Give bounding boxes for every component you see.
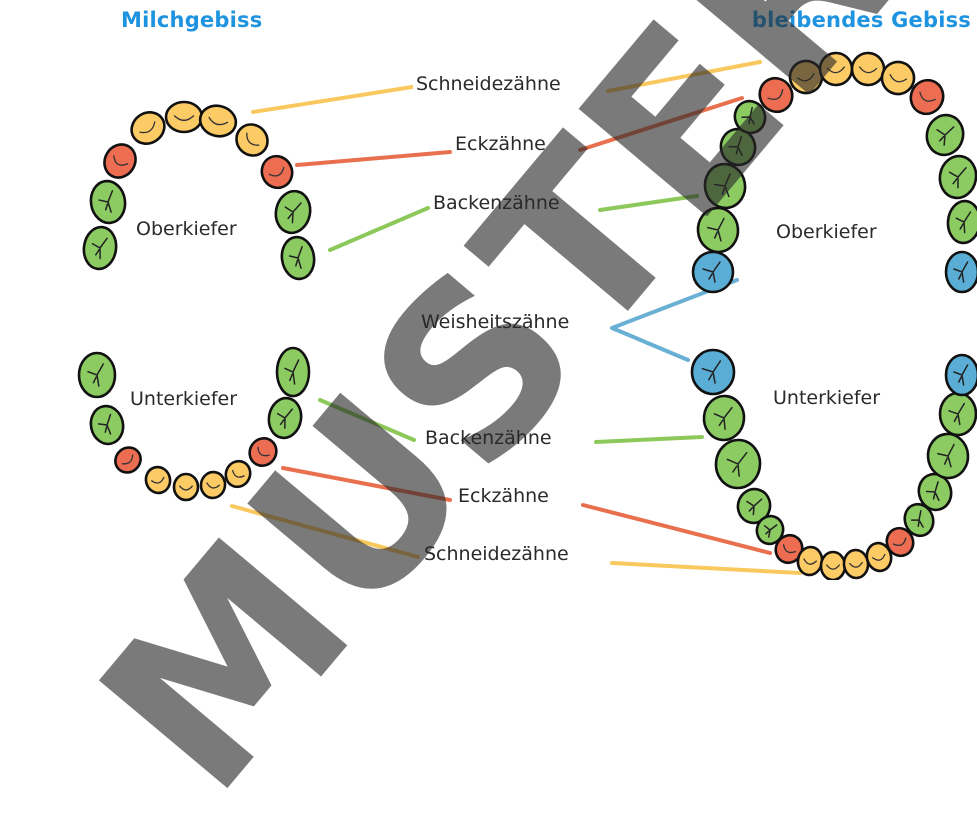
label-wisdom-teeth: Weisheitszähne [418, 310, 573, 334]
permanent-upper-wisdom-tooth [944, 250, 977, 294]
milk-upper-incisor-tooth [130, 111, 166, 145]
permanent-upper-molar-tooth [925, 113, 965, 157]
permanent-lower-molar-tooth [938, 391, 977, 437]
milk-upper-incisor-tooth [164, 100, 204, 134]
permanent-lower-wisdom-tooth [944, 353, 977, 397]
line-canines-top-right [578, 96, 744, 152]
permanent-lower-wisdom-tooth [690, 348, 736, 396]
permanent-lower-molar-tooth [903, 502, 935, 538]
teeth [77, 51, 977, 580]
line-incisors-top-left [251, 85, 414, 114]
line-molars-bottom-left [318, 398, 416, 442]
permanent-upper-molar-tooth [719, 127, 757, 167]
permanent-lower-molar-tooth [714, 438, 762, 490]
milk-lower-jaw-label: Unterkiefer [130, 388, 238, 410]
milk-lower-molar-tooth [267, 396, 303, 440]
permanent-upper-incisor-tooth [880, 60, 916, 96]
label-molars-bottom: Backenzähne [422, 426, 555, 450]
permanent-upper-molar-tooth [703, 162, 747, 210]
line-molars-bottom-right [594, 435, 704, 444]
permanent-upper-molar-tooth [938, 154, 977, 200]
milk-lower-incisor-tooth [224, 459, 252, 489]
permanent-upper-canine-tooth [909, 78, 945, 116]
milk-teeth-title: Milchgebiss [121, 8, 263, 32]
permanent-lower-incisor-tooth [865, 541, 893, 573]
line-canines-bottom-right [581, 503, 772, 555]
line-canines-bottom-left [281, 466, 452, 502]
permanent-lower-molar-tooth [702, 394, 746, 442]
line-incisors-bottom-left [230, 504, 420, 559]
permanent-lower-canine-tooth [885, 526, 915, 558]
line-wisdom-teeth [610, 278, 739, 362]
permanent-upper-jaw-label: Oberkiefer [776, 221, 877, 243]
milk-upper-molar-tooth [82, 225, 118, 271]
line-molars-top-right [598, 194, 699, 212]
milk-lower-canine-tooth [114, 446, 142, 474]
line-molars-top-left [328, 206, 430, 252]
milk-lower-incisor-tooth [172, 472, 200, 502]
milk-upper-canine-tooth [260, 154, 294, 190]
connector-lines [230, 60, 802, 575]
milk-lower-canine-tooth [248, 437, 278, 467]
permanent-upper-incisor-tooth [850, 51, 886, 87]
permanent-lower-molar-tooth [917, 472, 953, 512]
line-incisors-bottom-right [610, 561, 802, 575]
permanent-lower-incisor-tooth [819, 550, 847, 580]
milk-upper-incisor-tooth [235, 123, 269, 157]
milk-upper-molar-tooth [280, 235, 316, 281]
permanent-lower-molar-tooth [926, 432, 970, 480]
teeth-diagram [77, 51, 977, 580]
line-incisors-top-right [606, 60, 762, 93]
permanent-lower-incisor-tooth [842, 548, 870, 580]
label-canines-top: Eckzähne [452, 132, 549, 156]
milk-lower-molar-tooth [275, 346, 311, 398]
label-canines-bottom: Eckzähne [455, 484, 552, 508]
milk-upper-molar-tooth [274, 189, 312, 235]
permanent-upper-incisor-tooth [818, 51, 854, 87]
permanent-lower-molar-tooth [736, 487, 772, 525]
milk-upper-molar-tooth [89, 179, 127, 225]
label-molars-top: Backenzähne [430, 191, 563, 215]
label-incisors-bottom: Schneidezähne [421, 542, 572, 566]
permanent-lower-jaw-label: Unterkiefer [773, 387, 881, 409]
permanent-upper-molar-tooth [733, 99, 767, 135]
permanent-upper-canine-tooth [758, 76, 794, 114]
permanent-teeth-title: bleibendes Gebiss [751, 8, 971, 32]
milk-lower-molar-tooth [77, 351, 117, 399]
milk-lower-molar-tooth [89, 404, 125, 446]
permanent-upper-wisdom-tooth [691, 250, 735, 294]
line-canines-top-left [295, 150, 452, 167]
permanent-upper-molar-tooth [946, 199, 977, 245]
milk-lower-incisor-tooth [144, 465, 172, 495]
milk-lower-incisor-tooth [199, 470, 227, 500]
milk-upper-incisor-tooth [198, 104, 238, 138]
permanent-upper-molar-tooth [696, 206, 740, 254]
label-incisors-top: Schneidezähne [413, 72, 564, 96]
milk-upper-jaw-label: Oberkiefer [136, 218, 237, 240]
milk-upper-canine-tooth [103, 143, 137, 179]
permanent-lower-molar-tooth [755, 514, 785, 546]
